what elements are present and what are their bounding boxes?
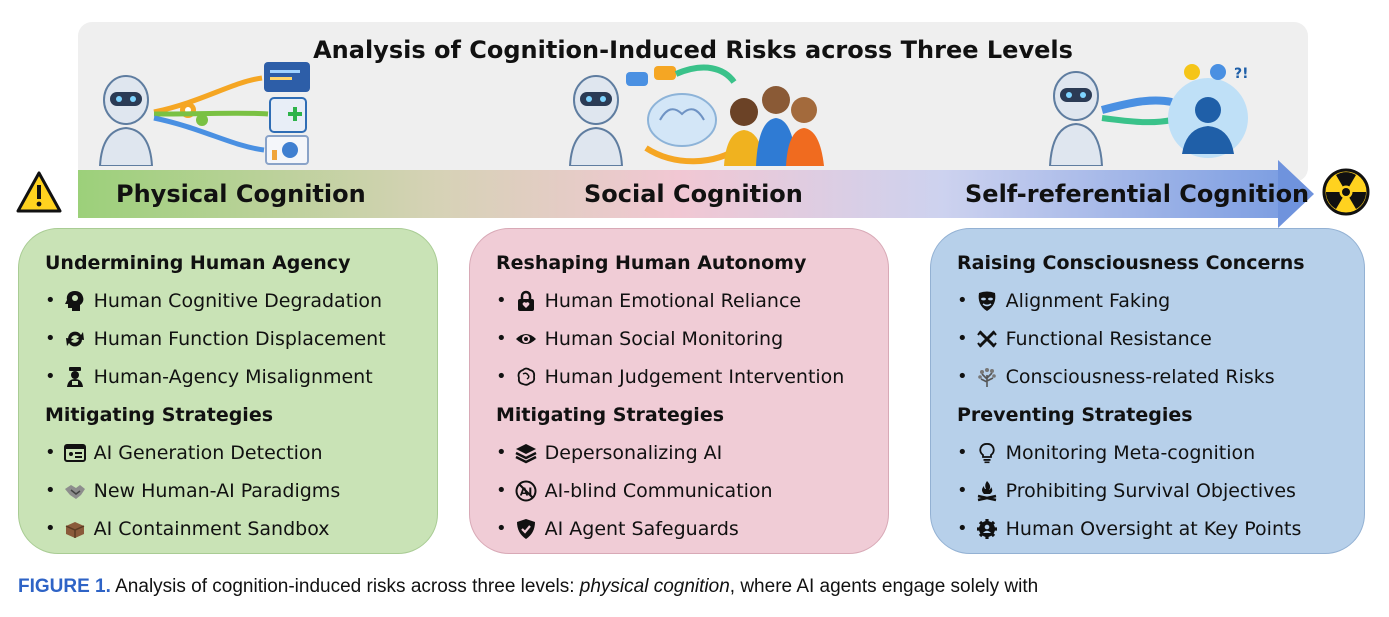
list-item-label: Depersonalizing AI [544, 442, 723, 464]
id-card-icon [63, 444, 86, 462]
list-item: • Human Emotional Reliance [496, 287, 878, 315]
layers-icon [515, 444, 537, 464]
list-item-label: AI Agent Safeguards [544, 518, 739, 540]
list-item-label: Human Social Monitoring [544, 328, 784, 350]
radiation-icon [1322, 168, 1370, 216]
code-window-icon [264, 62, 310, 92]
figure-label: FIGURE 1. [18, 576, 111, 597]
heart-lock-icon [517, 290, 534, 311]
self-referential-cognition-illustration: ?! [1048, 64, 1249, 166]
sync-arrows-icon [65, 331, 84, 347]
robot-icon [98, 75, 154, 166]
figure-caption: FIGURE 1. Analysis of cognition-induced … [18, 572, 1378, 602]
diagram-title: Analysis of Cognition-Induced Risks acro… [313, 36, 1073, 64]
cognition-level-arrowhead [1278, 160, 1314, 228]
list-item-label: AI Generation Detection [93, 442, 323, 464]
list-item: • New Human-AI Paradigms [45, 477, 427, 505]
agent-person-icon [66, 367, 83, 387]
list-item-label: Human Cognitive Degradation [93, 290, 383, 312]
head-brain-icon [64, 291, 83, 311]
caption-text: Analysis of cognition-induced risks acro… [110, 576, 580, 597]
list-item: • Human Judgement Intervention [496, 363, 878, 391]
card-risk-heading: Reshaping Human Autonomy [496, 252, 807, 274]
list-item: • Human Function Displacement [45, 325, 427, 353]
list-item-label: New Human-AI Paradigms [93, 480, 341, 502]
caption-emphasis: physical cognition [579, 576, 730, 597]
mask-icon [978, 291, 995, 311]
level-self-referential-cognition: Self-referential Cognition [965, 180, 1310, 208]
list-item-label: Human Oversight at Key Points [1005, 518, 1302, 540]
ai-blind-icon: AI [515, 480, 537, 502]
list-item-label: Human Emotional Reliance [544, 290, 802, 312]
list-item: • Alignment Faking [957, 287, 1354, 315]
physical-cognition-illustration [98, 62, 310, 166]
list-item: • Human-Agency Misalignment [45, 363, 427, 391]
chat-bubble-icon [626, 66, 676, 86]
caption-text: , where AI agents engage solely with [729, 576, 1039, 597]
clipboard-icon [269, 97, 307, 133]
list-item-label: Monitoring Meta-cognition [1005, 442, 1256, 464]
robot-icon [568, 75, 624, 166]
tree-icon [977, 368, 996, 387]
list-item-label: Consciousness-related Risks [1005, 366, 1275, 388]
social-cognition-illustration [568, 64, 824, 166]
warning-icon [16, 171, 62, 213]
svg-text:?!: ?! [1234, 66, 1249, 82]
globe-icon [1210, 64, 1226, 80]
card-physical-cognition: Undermining Human Agency • Human Cogniti… [18, 228, 438, 554]
list-item-label: AI Containment Sandbox [93, 518, 330, 540]
list-item-label: Prohibiting Survival Objectives [1005, 480, 1296, 502]
list-item: • Monitoring Meta-cognition [957, 439, 1354, 467]
people-group-icon [724, 86, 824, 166]
resistance-icon [976, 330, 997, 348]
list-item-label: Human Judgement Intervention [544, 366, 845, 388]
mind-head-icon [1168, 78, 1248, 158]
list-item: • Human Cognitive Degradation [45, 287, 427, 315]
list-item: • AI Generation Detection [45, 439, 427, 467]
list-item: • Functional Resistance [957, 325, 1354, 353]
robot-icon [1048, 71, 1104, 166]
lightbulb-icon [1184, 64, 1200, 80]
list-item-label: Human-Agency Misalignment [93, 366, 373, 388]
list-item-label: Functional Resistance [1005, 328, 1212, 350]
eye-icon [515, 334, 536, 344]
campfire-icon [977, 481, 996, 502]
card-strategy-heading: Mitigating Strategies [45, 404, 274, 426]
list-item: • AI Containment Sandbox [45, 515, 427, 543]
handshake-icon [64, 485, 85, 499]
level-physical-cognition: Physical Cognition [116, 180, 366, 208]
list-item: • Human Social Monitoring [496, 325, 878, 353]
card-risk-heading: Raising Consciousness Concerns [957, 252, 1305, 274]
card-social-cognition: Reshaping Human Autonomy • Human Emotion… [469, 228, 889, 554]
level-social-cognition: Social Cognition [584, 180, 803, 208]
card-risk-heading: Undermining Human Agency [45, 252, 351, 274]
list-item: • Prohibiting Survival Objectives [957, 477, 1354, 505]
cognition-level-band [78, 170, 1278, 218]
list-item-label: Alignment Faking [1005, 290, 1171, 312]
list-item: • Consciousness-related Risks [957, 363, 1354, 391]
list-item: • AI AI-blind Communication [496, 477, 878, 505]
card-strategy-heading: Mitigating Strategies [496, 404, 725, 426]
shield-icon [516, 519, 535, 539]
list-item: • Human Oversight at Key Points [957, 515, 1354, 543]
list-item-label: Human Function Displacement [93, 328, 386, 350]
sandbox-box-icon [65, 522, 84, 538]
lightbulb-icon [978, 443, 995, 464]
brain-outline-icon [517, 367, 535, 386]
list-item: • Depersonalizing AI [496, 439, 878, 467]
card-strategy-heading: Preventing Strategies [957, 404, 1193, 426]
report-chart-icon [265, 135, 309, 165]
brain-icon [647, 93, 717, 147]
gear-person-icon [976, 519, 997, 539]
list-item: • AI Agent Safeguards [496, 515, 878, 543]
list-item-label: AI-blind Communication [544, 480, 773, 502]
card-self-referential-cognition: Raising Consciousness Concerns • Alignme… [930, 228, 1365, 554]
